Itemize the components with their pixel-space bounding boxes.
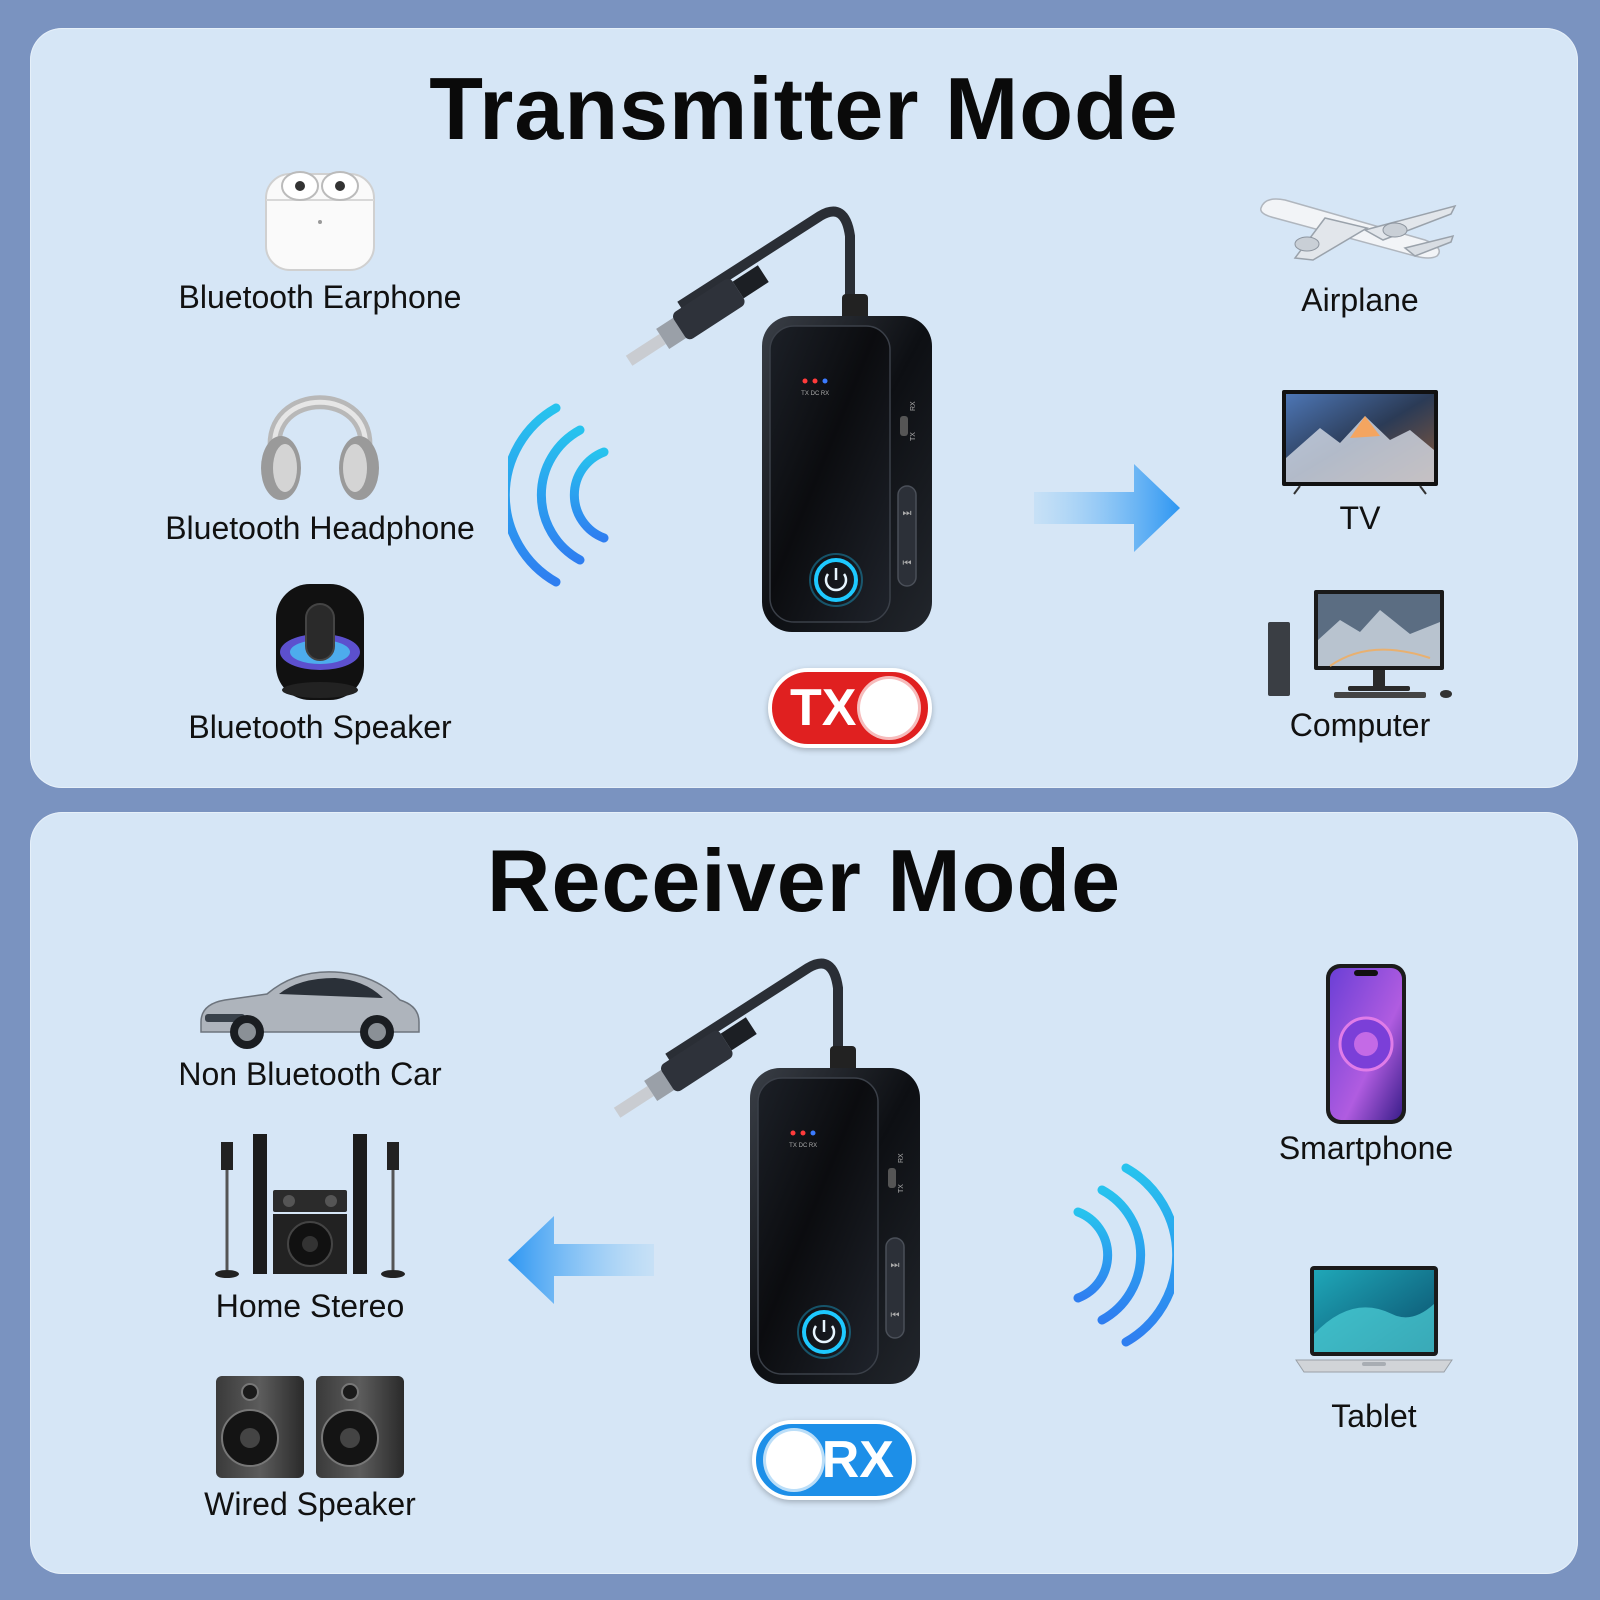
tx-mode-switch[interactable]: TX — [768, 668, 932, 748]
earbuds-case-icon — [265, 171, 375, 271]
receiver-mode-title: Receiver Mode — [486, 831, 1122, 930]
smartphone-icon — [1326, 964, 1406, 1124]
bluetooth-headphone-item: Bluetooth Headphone — [140, 356, 500, 547]
bluetooth-adapter-device: TX DC RX RX TX ⏭ ⏮ — [625, 206, 932, 632]
side-label-rx: RX — [910, 401, 917, 411]
smartphone-label: Smartphone — [1278, 1130, 1454, 1166]
tv-icon — [1282, 390, 1438, 495]
smartphone-item: Smartphone — [1186, 962, 1546, 1167]
side-label-tx: TX — [898, 1184, 905, 1193]
side-label-tx: TX — [910, 432, 917, 441]
svg-text:⏮: ⏮ — [903, 558, 912, 569]
tv-item: TV — [1180, 388, 1540, 537]
arrow-left-icon — [508, 1216, 654, 1304]
signal-waves-icon — [508, 403, 609, 587]
non-bluetooth-car-label: Non Bluetooth Car — [178, 1056, 442, 1092]
led-label-tx: TX — [789, 1143, 797, 1149]
laptop-icon — [1295, 1266, 1453, 1373]
airplane-item: Airplane — [1180, 178, 1540, 319]
wired-speaker-label: Wired Speaker — [204, 1486, 416, 1522]
bluetooth-speaker-label: Bluetooth Speaker — [188, 709, 452, 745]
led-label-rx: RX — [809, 1143, 817, 1149]
bluetooth-earphone-item: Bluetooth Earphone — [140, 160, 500, 316]
bluetooth-earphone-label: Bluetooth Earphone — [178, 279, 462, 315]
airplane-icon — [1260, 198, 1457, 261]
wired-speaker-icon — [216, 1376, 404, 1478]
wired-speaker-item: Wired Speaker — [130, 1372, 490, 1523]
led-label-dc: DC — [811, 391, 820, 397]
airplane-label: Airplane — [1301, 282, 1419, 318]
car-icon — [200, 971, 420, 1049]
led-label-dc: DC — [799, 1143, 808, 1149]
bluetooth-headphone-label: Bluetooth Headphone — [165, 510, 475, 546]
transmitter-mode-panel: Transmitter Mode Bluetooth Earphone Blue… — [30, 28, 1578, 788]
tablet-label: Tablet — [1331, 1398, 1417, 1434]
speaker-icon — [276, 584, 364, 700]
svg-text:⏭: ⏭ — [903, 508, 912, 519]
headphone-icon — [261, 395, 379, 500]
computer-item: Computer — [1180, 588, 1540, 744]
led-label-tx: TX — [801, 391, 809, 397]
led-label-rx: RX — [821, 391, 829, 397]
svg-text:⏮: ⏮ — [891, 1310, 900, 1321]
tv-label: TV — [1339, 500, 1381, 536]
tx-switch-label: TX — [790, 679, 857, 737]
bluetooth-adapter-device: TX DC RX RX TX ⏭ ⏮ — [613, 958, 920, 1384]
signal-waves-icon — [1073, 1163, 1174, 1347]
side-label-rx: RX — [898, 1153, 905, 1163]
tx-switch-knob — [860, 679, 918, 737]
receiver-mode-panel: Receiver Mode Non Bluetooth Car — [30, 812, 1578, 1574]
bluetooth-speaker-item: Bluetooth Speaker — [140, 580, 500, 746]
non-bluetooth-car-item: Non Bluetooth Car — [130, 960, 490, 1093]
computer-label: Computer — [1289, 707, 1431, 743]
home-stereo-item: Home Stereo — [130, 1134, 490, 1325]
home-stereo-label: Home Stereo — [215, 1288, 405, 1324]
arrow-right-icon — [1034, 464, 1180, 552]
home-stereo-icon — [215, 1134, 405, 1278]
transmitter-mode-title: Transmitter Mode — [429, 59, 1179, 158]
svg-text:⏭: ⏭ — [891, 1260, 900, 1271]
tablet-item: Tablet — [1194, 1264, 1554, 1435]
computer-icon — [1268, 590, 1452, 698]
rx-switch-knob — [766, 1431, 822, 1489]
rx-switch-label: RX — [821, 1431, 894, 1489]
rx-mode-switch[interactable]: RX — [752, 1420, 916, 1500]
